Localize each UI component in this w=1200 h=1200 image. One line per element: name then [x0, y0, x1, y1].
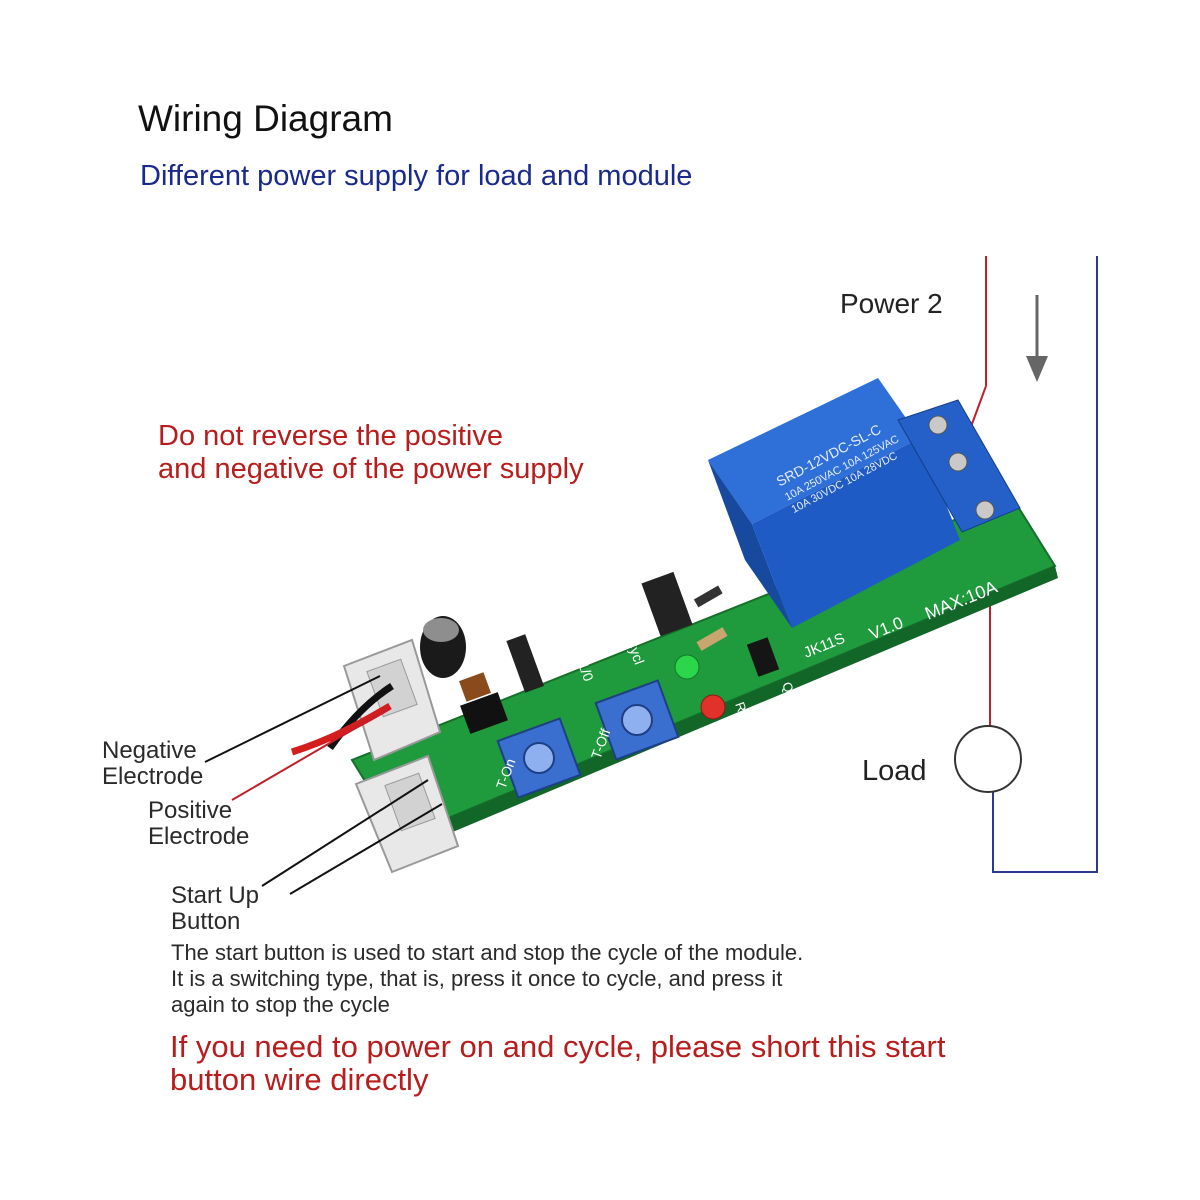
start-button-warning: If you need to power on and cycle, pleas… [170, 1030, 945, 1096]
diagram-subtitle: Different power supply for load and modu… [140, 160, 693, 192]
start-button-label: Start Up Button [171, 883, 259, 935]
positive-label-line-1: Positive [148, 797, 233, 824]
current-direction-arrow-icon [1026, 295, 1048, 382]
jumper-1 [506, 634, 544, 693]
power-input-connector [342, 638, 442, 762]
start-label-line-1: Start Up [171, 882, 260, 909]
relay-side [708, 460, 792, 628]
screw-terminal-3 [975, 500, 995, 520]
polarity-warning-line-2: and negative of the power supply [158, 453, 584, 485]
polarity-warning: Do not reverse the positive and negative… [158, 420, 584, 486]
screw-terminal-2 [948, 452, 968, 472]
negative-label-line-1: Negative [102, 737, 197, 764]
negative-label-line-2: Electrode [102, 763, 204, 790]
load-label: Load [862, 755, 927, 787]
load-lamp-icon [954, 725, 1022, 793]
red-led-icon [700, 694, 726, 720]
start-button-description: The start button is used to start and st… [171, 940, 803, 1018]
start-label-line-2: Button [171, 908, 241, 935]
positive-label-line-2: Electrode [148, 823, 250, 850]
description-line-3: again to stop the cycle [171, 992, 390, 1017]
positive-leader-line [231, 707, 391, 801]
resistor [696, 627, 728, 651]
c1-marking: C1 [479, 642, 499, 663]
negative-electrode-label: Negative Electrode [102, 738, 203, 790]
inductor [459, 672, 491, 702]
relay-module-board: SRD-12VDC-SL-C 10A 250VAC 10A 125VAC 10A… [290, 378, 1058, 874]
q1-marking: Q1 [779, 680, 799, 701]
red-power-wire [290, 702, 392, 756]
io-marking: 1/0 [575, 660, 597, 684]
start-leader-line-1 [261, 779, 429, 887]
negative-leader-line [204, 675, 381, 763]
diagram-title: Wiring Diagram [138, 98, 393, 139]
relay-top [708, 378, 920, 524]
mon-marking: Mon [597, 622, 621, 653]
polarity-warning-line-1: Do not reverse the positive [158, 420, 503, 452]
green-led-icon [674, 654, 700, 680]
one-marking: 1 [562, 636, 580, 649]
description-line-1: The start button is used to start and st… [171, 940, 804, 965]
screw-terminal-1 [928, 415, 948, 435]
diode [693, 585, 723, 608]
start-warning-line-2: button wire directly [170, 1062, 429, 1097]
start-leader-line-2 [289, 803, 443, 895]
jumper-2 [641, 571, 693, 637]
positive-electrode-label: Positive Electrode [148, 798, 249, 850]
power2-label: Power 2 [840, 288, 943, 319]
transistor [746, 637, 780, 677]
description-line-2: It is a switching type, that is, press i… [171, 966, 783, 991]
chip [460, 692, 508, 734]
start-warning-line-1: If you need to power on and cycle, pleas… [170, 1029, 946, 1064]
power2-return-blue-wire [992, 256, 1098, 873]
relay-front [752, 438, 960, 628]
